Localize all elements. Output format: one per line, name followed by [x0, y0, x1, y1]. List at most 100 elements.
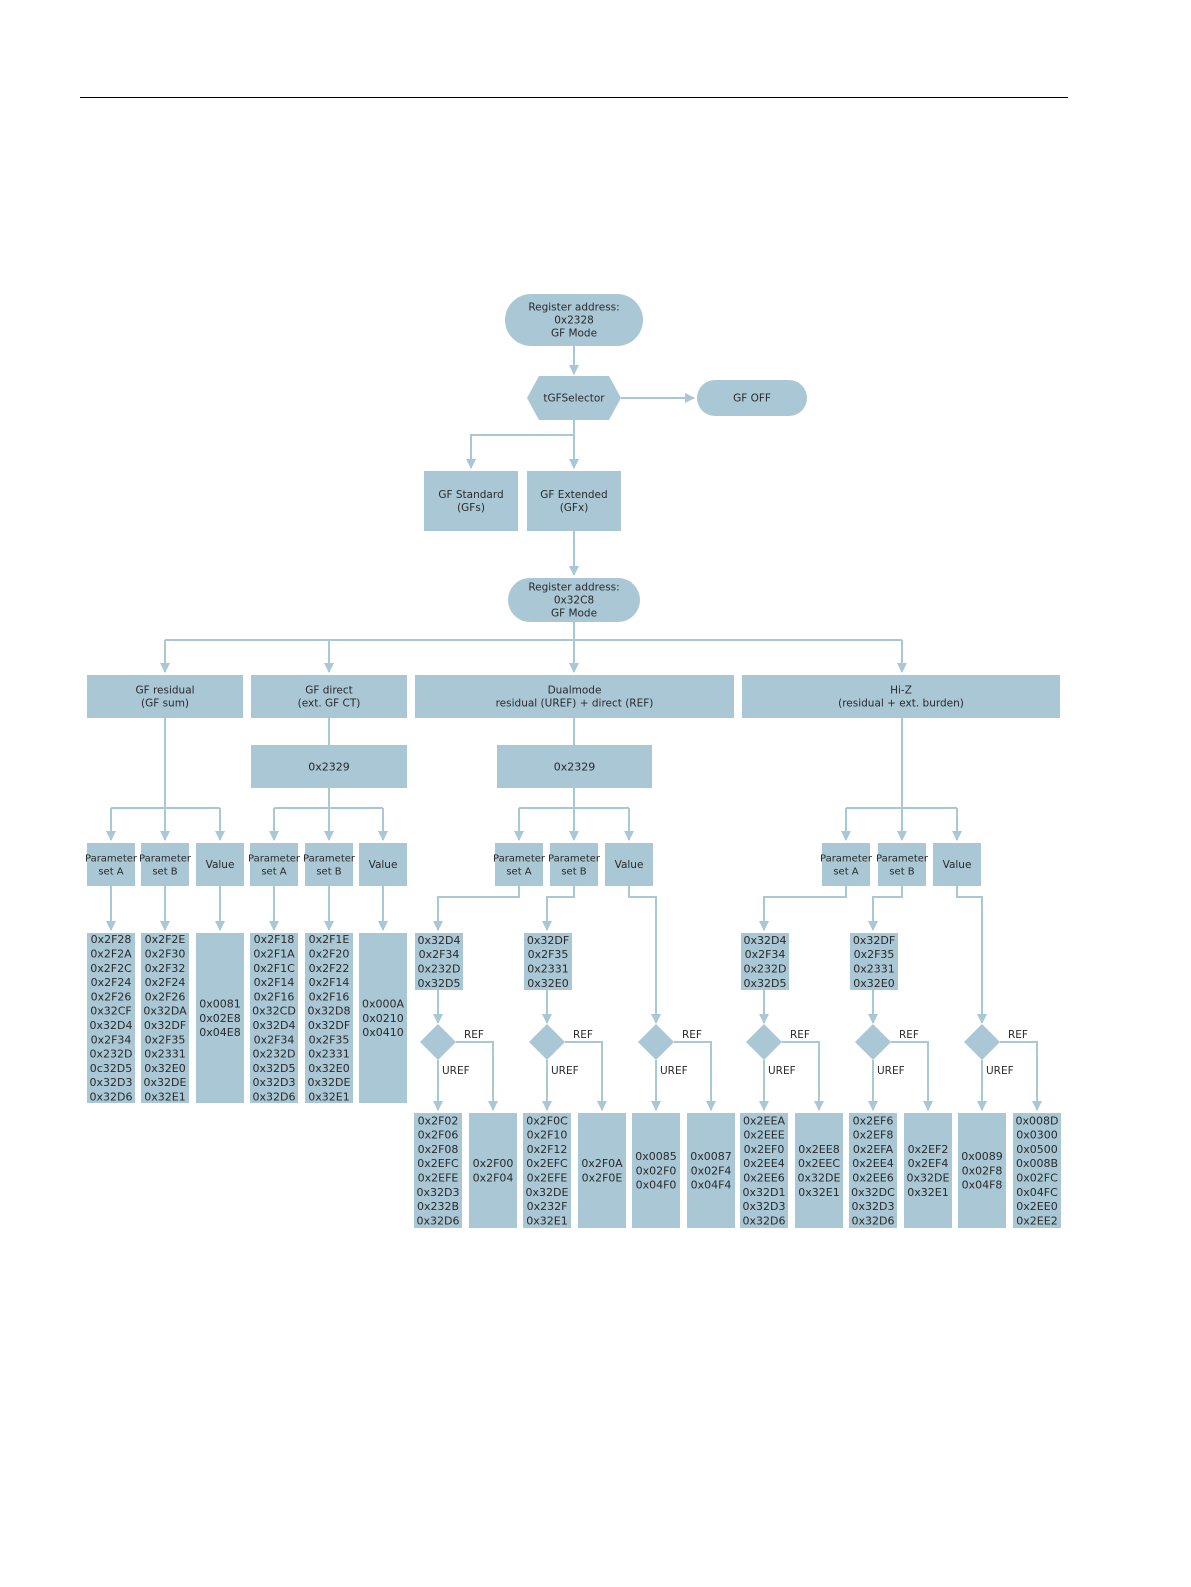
- dual-3-uref-list: [632, 1113, 680, 1228]
- dir-b-list-value: 0x2F20: [309, 948, 350, 961]
- dir-a-list-value: 0x2F16: [254, 990, 295, 1003]
- res-a-list-value: 0x232D: [90, 1048, 133, 1061]
- dual-2-decision: [529, 1024, 565, 1060]
- connector: [466, 434, 574, 469]
- dir-b-list-value: 0x32DE: [308, 1076, 351, 1089]
- mode-gf-residual-line: (GF sum): [141, 698, 189, 710]
- dual-2-ref-list-value: 0x2F0A: [581, 1157, 623, 1170]
- res-v-list-value: 0x0081: [199, 998, 241, 1011]
- hiz-value-line: Value: [943, 859, 972, 871]
- header-rule: [80, 97, 1068, 98]
- hiz-1-ref-list: [795, 1113, 843, 1228]
- hiz-a-top-list-value: 0x32D4: [744, 934, 787, 947]
- residual-value-line: Value: [206, 859, 235, 871]
- dual-value-line: Value: [615, 859, 644, 871]
- tgf-selector-node: [527, 376, 621, 420]
- gf-extended-node: [527, 471, 621, 531]
- res-a-list-value: 0x2F2C: [90, 962, 132, 975]
- reg-0x2329-dual: [497, 745, 652, 788]
- dual-3-uref-list-value: 0x02F0: [636, 1164, 677, 1177]
- connector: [628, 886, 661, 1024]
- hiz-3-uref-list-value: 0x04F8: [962, 1179, 1003, 1192]
- dual-param-b: [550, 843, 598, 886]
- connector: [868, 886, 903, 931]
- hiz-2-ref-label: REF: [899, 1029, 919, 1041]
- hiz-2-uref-list-value: 0x2EF8: [853, 1129, 894, 1142]
- dual-3-ref-list-value: 0x02F4: [691, 1164, 732, 1177]
- dual-2-uref-list-value: 0x2F10: [527, 1129, 568, 1142]
- dual-2-uref-list-value: 0x2F0C: [526, 1114, 568, 1127]
- res-v-list-value: 0x04E8: [199, 1026, 240, 1039]
- dual-1-uref-list: [414, 1113, 462, 1228]
- gf-extended-node-line: (GFx): [560, 502, 589, 514]
- hiz-1-uref-list-value: 0x2EEE: [743, 1129, 784, 1142]
- gf-off-node-line: GF OFF: [733, 393, 771, 405]
- dir-a-list-value: 0x2F34: [254, 1033, 295, 1046]
- gf-standard-node-line: (GFs): [457, 502, 485, 514]
- hiz-3-ref-label: REF: [1008, 1029, 1028, 1041]
- hiz-b-top-list-value: 0x2F35: [854, 948, 895, 961]
- hiz-1-uref-list-value: 0x2EF0: [744, 1143, 785, 1156]
- res-a-list-value: 0x2F24: [91, 976, 132, 989]
- connector: [956, 886, 987, 1024]
- dual-3-uref-list-value: 0x0085: [635, 1150, 677, 1163]
- dual-2-uref-list-value: 0x232F: [527, 1200, 568, 1213]
- res-a-list: [87, 933, 135, 1103]
- mode-gf-direct-line: (ext. GF CT): [298, 698, 361, 710]
- hiz-b-top-list-value: 0x32E0: [853, 977, 894, 990]
- connector: [759, 886, 847, 931]
- dir-a-list-value: 0x32D6: [253, 1091, 296, 1104]
- dual-1-ref-list-value: 0x2F00: [473, 1157, 514, 1170]
- hiz-2-uref-list-value: 0x32D3: [852, 1200, 895, 1213]
- dual-1-decision: [420, 1024, 456, 1060]
- dir-b-list: [305, 933, 353, 1103]
- dual-b-top-list: [524, 933, 572, 990]
- dual-b-top-list-value: 0x32E0: [527, 977, 568, 990]
- connector: [674, 1041, 716, 1111]
- dual-1-uref-list-value: 0x232B: [417, 1200, 459, 1213]
- dual-3-uref-list-value: 0x04F0: [636, 1179, 677, 1192]
- dual-a-top-list: [415, 933, 463, 990]
- dir-v-list-value: 0x0210: [362, 1012, 404, 1025]
- hiz-3-ref-list: [1013, 1113, 1061, 1228]
- hiz-2-ref-list-value: 0x32DE: [907, 1172, 950, 1185]
- gf-extended-node-label: GF Extended(GFx): [540, 489, 607, 514]
- residual-param-a-line: Parameter: [85, 854, 138, 865]
- hiz-1-uref-list-value: 0x32D6: [743, 1214, 786, 1227]
- hiz-2-uref-list-value: 0x2EE4: [852, 1157, 893, 1170]
- hiz-1-uref-list-value: 0x2EE4: [743, 1157, 784, 1170]
- dir-b-list-value: 0x2F16: [309, 990, 350, 1003]
- dual-3-ref-list-value: 0x04F4: [691, 1179, 732, 1192]
- res-v-list: [196, 933, 244, 1103]
- res-b-list-value: 0x32DE: [144, 1076, 187, 1089]
- gf-standard-node-line: GF Standard: [438, 489, 503, 501]
- hiz-2-uref-list: [849, 1113, 897, 1228]
- mode-gf-residual: [87, 675, 243, 718]
- dual-3-decision: [638, 1024, 674, 1060]
- hiz-1-uref-list-value: 0x2EEA: [743, 1114, 785, 1127]
- dual-1-uref-list-value: 0x2F02: [418, 1114, 459, 1127]
- connector: [456, 1041, 498, 1111]
- gf-standard-node-label: GF Standard(GFs): [438, 489, 503, 514]
- dual-1-uref-list-value: 0x2EFE: [418, 1172, 459, 1185]
- dir-a-list-value: 0x32CD: [252, 1005, 296, 1018]
- res-b-list-value: 0x32DA: [143, 1005, 187, 1018]
- hiz-1-ref-list-value: 0x2EEC: [798, 1157, 840, 1170]
- gf-off-node-label: GF OFF: [733, 393, 771, 405]
- res-a-list-value: 0x32D6: [90, 1091, 133, 1104]
